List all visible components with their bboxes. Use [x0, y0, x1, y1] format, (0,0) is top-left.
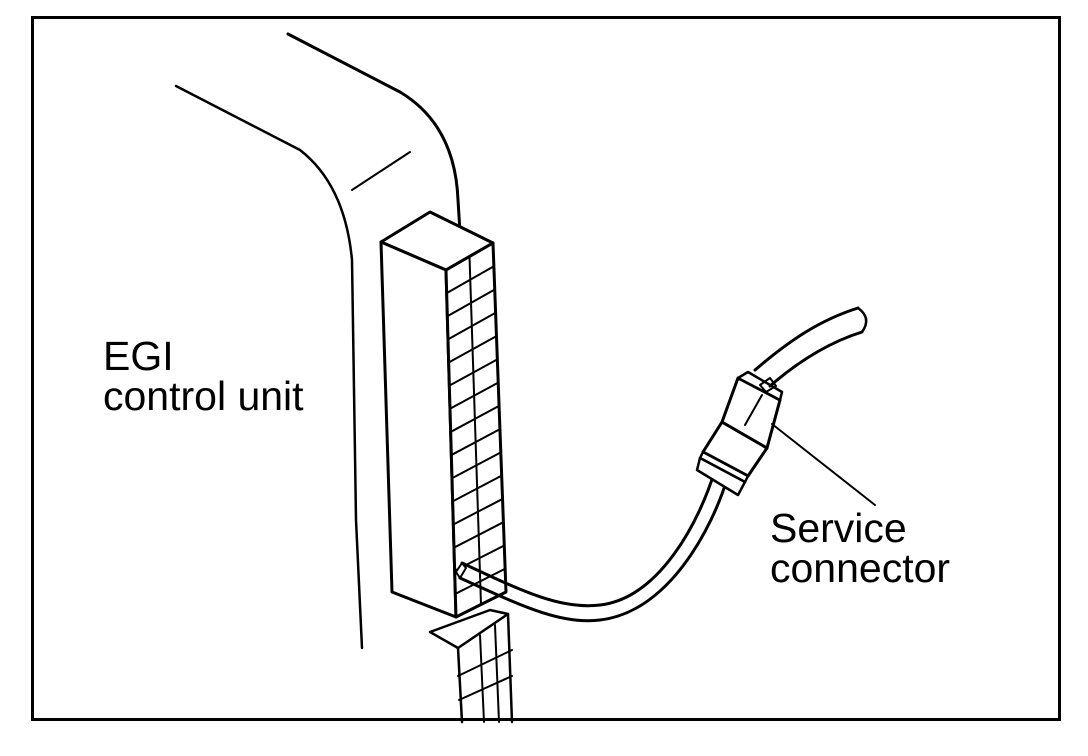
service-connector-plug — [695, 370, 784, 497]
connector-pin-grid — [445, 255, 507, 606]
service-connector-label-line2: connector — [770, 545, 951, 591]
connector-block — [379, 210, 508, 619]
figure-frame — [31, 16, 1061, 721]
control-unit-housing — [174, 32, 462, 650]
pin-grid-column-line — [468, 255, 482, 606]
service-connector-label-line1: Service — [770, 505, 907, 551]
control-unit-label: EGI control unit — [103, 333, 304, 419]
leader-line — [771, 423, 876, 506]
service-connector-label: Service connector — [770, 505, 951, 591]
connector-cable — [753, 306, 868, 388]
control-unit-label-line1: EGI — [103, 333, 174, 379]
service-wire — [455, 468, 730, 623]
control-unit-label-line2: control unit — [103, 373, 304, 419]
lower-connector-block — [428, 608, 514, 724]
